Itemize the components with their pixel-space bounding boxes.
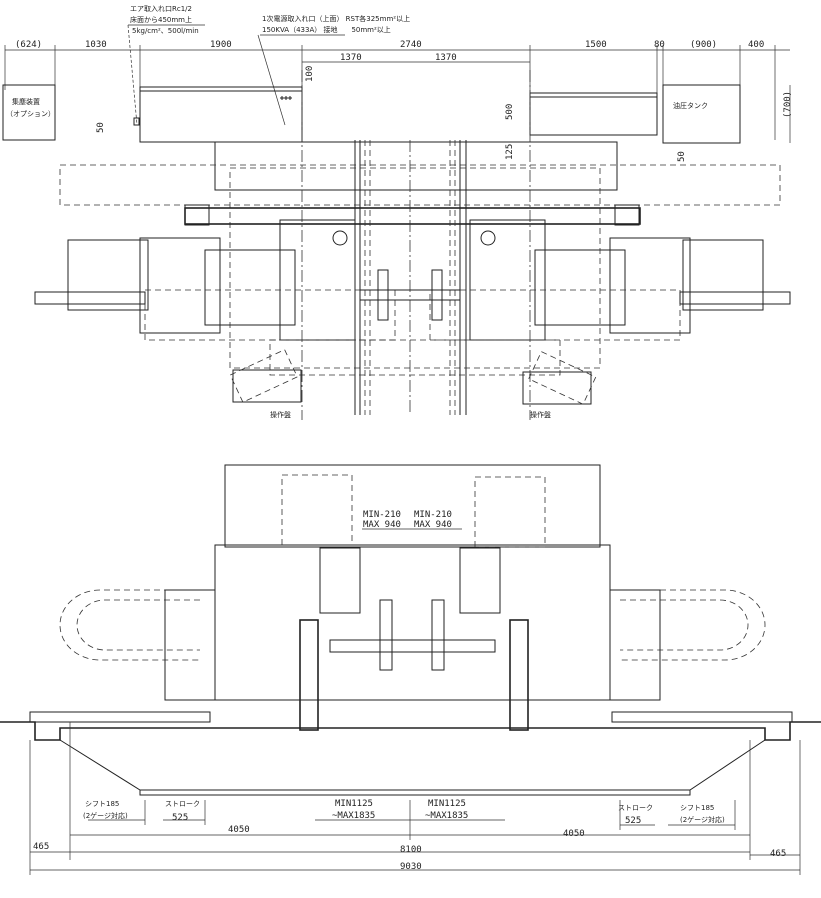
svg-text:150KVA（433A） 接地 50mm²以上: 150KVA（433A） 接地 50mm²以上 — [262, 25, 391, 34]
svg-text:(900): (900) — [690, 40, 717, 50]
elevation-view: MIN-210 MIN-210 MAX 940 MAX 940 シフト185 (… — [0, 464, 821, 875]
svg-text:ストローク: ストローク — [618, 804, 653, 812]
svg-text:465: 465 — [33, 842, 49, 852]
svg-text:8100: 8100 — [400, 845, 422, 855]
svg-text:ストローク: ストローク — [165, 800, 200, 808]
svg-text:MIN1125: MIN1125 — [428, 799, 466, 809]
svg-text:9030: 9030 — [400, 862, 422, 872]
air-inlet-fitting — [133, 117, 140, 126]
svg-text:50: 50 — [96, 122, 106, 133]
svg-text:1次電源取入れ口（上面） RST各325mm²以上: 1次電源取入れ口（上面） RST各325mm²以上 — [262, 14, 410, 23]
svg-text:シフト185: シフト185 — [680, 804, 714, 812]
svg-text:1500: 1500 — [585, 40, 607, 50]
top-dimension-labels: (624) 1030 1900 2740 1500 80 (900) 400 1… — [15, 40, 793, 162]
svg-text:525: 525 — [172, 813, 188, 823]
air-inlet-note: エア取入れ口Rc1/2 床面から450mm上 5kg/cm²、500l/min — [127, 5, 205, 126]
svg-text:400: 400 — [748, 40, 764, 50]
svg-text:~MAX1835: ~MAX1835 — [425, 811, 468, 821]
svg-text:床面から450mm上: 床面から450mm上 — [130, 15, 192, 24]
floor-line — [0, 721, 821, 741]
electrical-cabinet — [139, 86, 303, 143]
power-inlet-note: 1次電源取入れ口（上面） RST各325mm²以上 150KVA（433A） 接… — [257, 14, 410, 126]
svg-text:油圧タンク: 油圧タンク — [673, 101, 708, 110]
operator-panel-left: 操作盤 — [229, 349, 302, 419]
svg-text:5kg/cm²、500l/min: 5kg/cm²、500l/min — [132, 27, 199, 35]
svg-text:4050: 4050 — [563, 829, 585, 839]
hydraulic-unit — [529, 92, 658, 136]
operator-panel-right: 操作盤 — [522, 351, 597, 419]
svg-text:MIN1125: MIN1125 — [335, 799, 373, 809]
svg-text:50: 50 — [677, 151, 687, 162]
svg-text:操作盤: 操作盤 — [270, 410, 291, 419]
svg-text:MAX 940: MAX 940 — [414, 520, 452, 530]
svg-text:MIN-210: MIN-210 — [414, 510, 452, 520]
svg-text:集塵装置: 集塵装置 — [12, 97, 40, 106]
svg-text:1370: 1370 — [435, 53, 457, 63]
svg-text:1030: 1030 — [85, 40, 107, 50]
svg-text:525: 525 — [625, 816, 641, 826]
svg-text:操作盤: 操作盤 — [530, 410, 551, 419]
svg-text:500: 500 — [505, 104, 515, 120]
svg-text:(624): (624) — [15, 40, 42, 50]
svg-text:100: 100 — [305, 66, 315, 82]
svg-text:MAX 940: MAX 940 — [363, 520, 401, 530]
svg-text:(2ゲージ対応): (2ゲージ対応) — [83, 811, 128, 820]
dust-collector-box — [2, 84, 56, 141]
svg-text:80: 80 — [654, 40, 665, 50]
oil-tank — [662, 84, 741, 144]
svg-text:シフト185: シフト185 — [85, 800, 119, 808]
svg-text:465: 465 — [770, 849, 786, 859]
svg-text:1900: 1900 — [210, 40, 232, 50]
bottom-dimension-labels: シフト185 (2ゲージ対応) ストローク 525 MIN1125 ~MAX18… — [33, 799, 786, 872]
svg-text:1370: 1370 — [340, 53, 362, 63]
svg-text:(2ゲージ対応): (2ゲージ対応) — [680, 815, 725, 824]
svg-text:(700): (700) — [783, 91, 793, 118]
svg-text:~MAX1835: ~MAX1835 — [332, 811, 375, 821]
svg-text:MIN-210: MIN-210 — [363, 510, 401, 520]
svg-text:4050: 4050 — [228, 825, 250, 835]
svg-text:エア取入れ口Rc1/2: エア取入れ口Rc1/2 — [130, 5, 192, 13]
plan-view: エア取入れ口Rc1/2 床面から450mm上 5kg/cm²、500l/min … — [2, 5, 793, 420]
svg-text:125: 125 — [505, 144, 515, 160]
svg-text:（オプション）: （オプション） — [6, 110, 55, 118]
svg-text:2740: 2740 — [400, 40, 422, 50]
